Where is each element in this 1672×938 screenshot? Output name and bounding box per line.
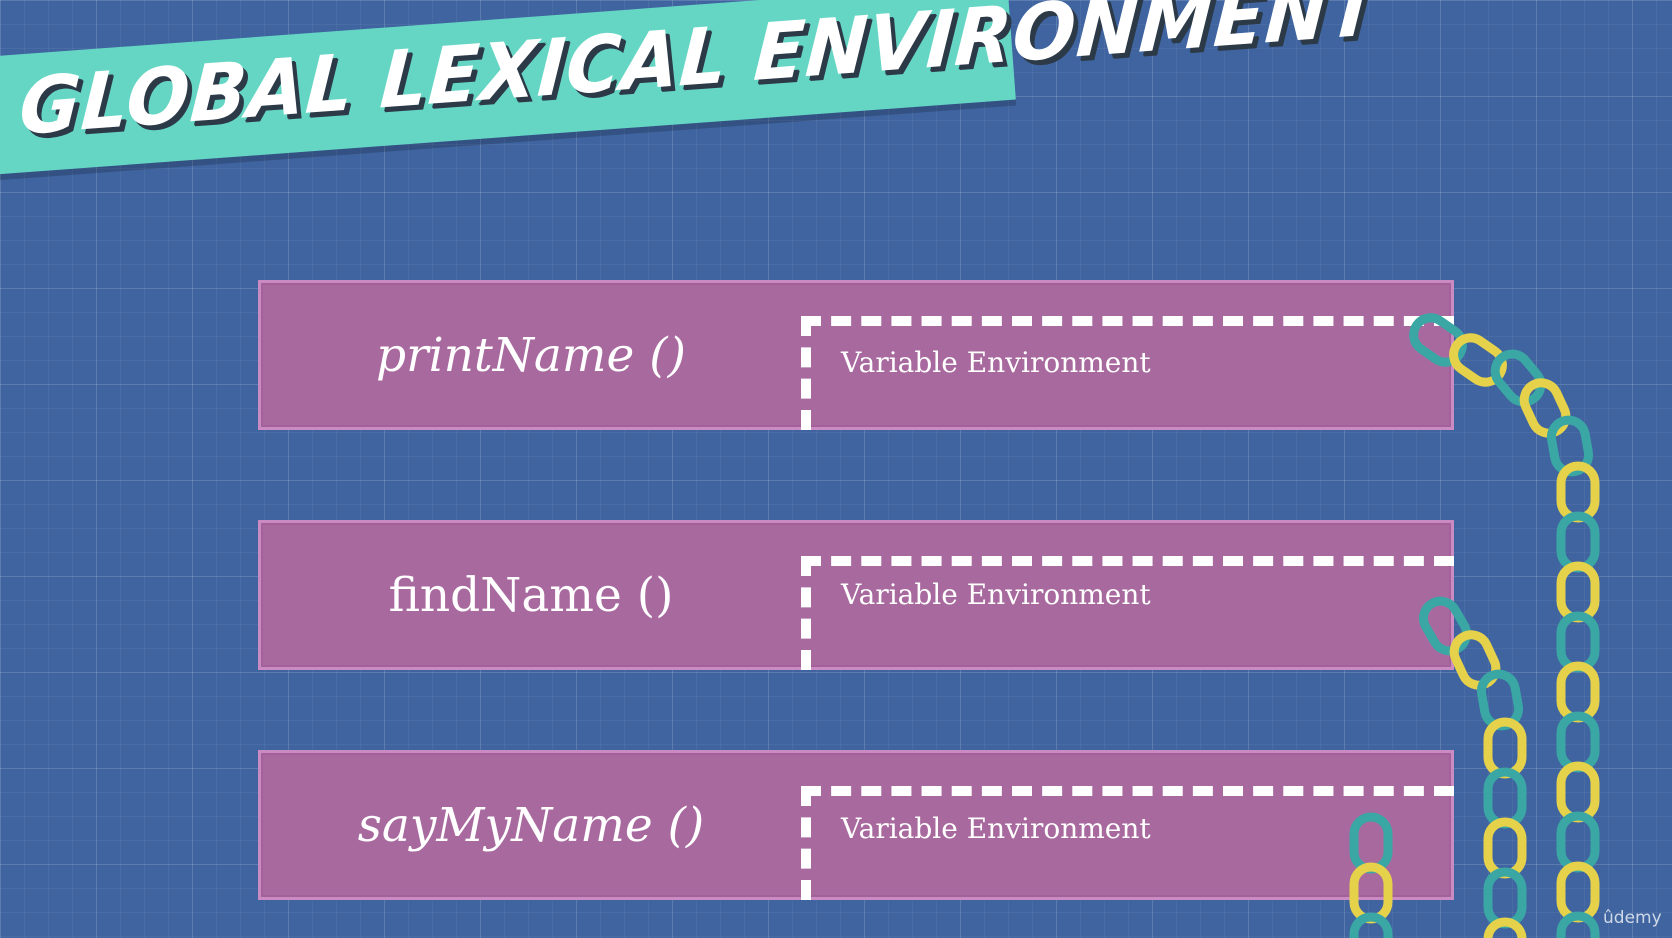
- variable-environment-label: Variable Environment: [841, 578, 1151, 611]
- chain-link-icon: [1483, 867, 1527, 929]
- chain-link-icon: [1546, 415, 1594, 477]
- function-name: sayMyName (): [357, 797, 705, 853]
- chain-link-icon: [1556, 611, 1600, 673]
- chain-link-icon: [1556, 711, 1600, 773]
- udemy-logo: ûdemy: [1603, 908, 1662, 928]
- chain-link-icon: [1483, 767, 1527, 829]
- function-box-print-name: printName () Variable Environment: [258, 280, 1454, 430]
- chain-link-icon: [1490, 349, 1546, 407]
- chain-link-icon: [1556, 861, 1600, 923]
- variable-environment-label: Variable Environment: [841, 346, 1151, 379]
- chain-link-icon: [1419, 596, 1471, 656]
- function-name: printName (): [376, 327, 686, 383]
- variable-environment-label: Variable Environment: [841, 812, 1151, 845]
- variable-environment: Variable Environment: [801, 316, 1454, 430]
- chain-link-icon: [1556, 911, 1600, 938]
- chain-link-icon: [1349, 912, 1393, 938]
- chain-link-icon: [1556, 811, 1600, 873]
- variable-environment: Variable Environment: [801, 556, 1454, 670]
- function-name: findName (): [388, 567, 674, 623]
- chain-link-icon: [1556, 761, 1600, 823]
- chain-link-icon: [1483, 917, 1527, 938]
- chain-link-icon: [1519, 378, 1571, 438]
- function-box-find-name: findName () Variable Environment: [258, 520, 1454, 670]
- chain-link-icon: [1349, 862, 1393, 924]
- chain-link-icon: [1449, 630, 1501, 690]
- function-box-say-my-name: sayMyName () Variable Environment: [258, 750, 1454, 900]
- chain-link-icon: [1483, 817, 1527, 879]
- variable-environment: Variable Environment: [801, 786, 1454, 900]
- chain-link-icon: [1349, 812, 1393, 874]
- chain-link-icon: [1556, 561, 1600, 623]
- chain-link-icon: [1556, 511, 1600, 573]
- chain-link-icon: [1556, 661, 1600, 723]
- chain-link-icon: [1409, 313, 1467, 367]
